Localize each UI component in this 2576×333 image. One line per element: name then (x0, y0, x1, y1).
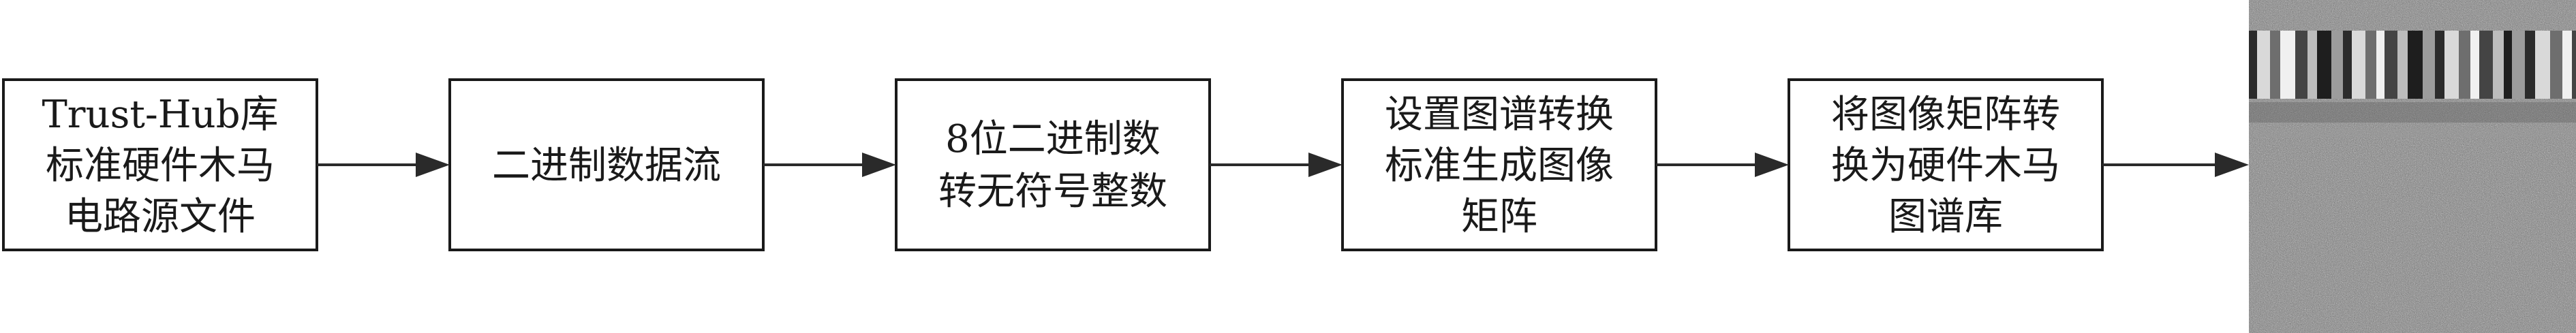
stripe (2493, 31, 2504, 99)
stripe (2470, 31, 2479, 99)
step-box-source: Trust-Hub库 标准硬件木马 电路源文件 (2, 78, 318, 251)
stripe (2270, 31, 2280, 99)
stripe (2249, 31, 2257, 99)
stripe (2376, 31, 2385, 99)
output-spectrum-image (2249, 0, 2576, 333)
step-spectrum-library-line-2: 换为硬件木马 (1831, 144, 2060, 188)
step-box-binary-stream: 二进制数据流 (448, 78, 765, 251)
output-image-stripe-band (2249, 31, 2576, 99)
stripe (2408, 31, 2423, 99)
stripe (2562, 31, 2572, 99)
stripe (2479, 31, 2493, 99)
step-source-line-1: Trust-Hub库 (42, 93, 278, 137)
stripe (2572, 31, 2576, 99)
stripe (2459, 31, 2470, 99)
stripe (2423, 31, 2435, 99)
stripe (2535, 31, 2550, 99)
step-box-spectrum-library: 将图像矩阵转 换为硬件木马 图谱库 (1788, 78, 2104, 251)
step-spectrum-library-line-1: 将图像矩阵转 (1831, 93, 2060, 137)
arrow-4 (1656, 153, 1789, 177)
stripe (2331, 31, 2343, 99)
step-spectrum-library-line-3: 图谱库 (1888, 195, 2003, 239)
step-uint-convert-line-2: 转无符号整数 (938, 170, 1167, 214)
stripe (2352, 31, 2365, 99)
arrow-1 (317, 153, 450, 177)
stripe (2280, 31, 2295, 99)
stripe (2444, 31, 2459, 99)
stripe (2257, 31, 2270, 99)
stripe (2512, 31, 2525, 99)
stripe (2295, 31, 2307, 99)
step-box-uint-convert: 8位二进制数 转无符号整数 (895, 78, 1211, 251)
stripe (2504, 31, 2512, 99)
arrow-3 (1210, 153, 1343, 177)
step-spectrum-matrix-line-1: 设置图谱转换 (1385, 93, 1614, 137)
step-spectrum-matrix-line-3: 矩阵 (1461, 195, 1537, 239)
step-box-spectrum-matrix: 设置图谱转换 标准生成图像 矩阵 (1341, 78, 1657, 251)
stripe (2550, 31, 2562, 99)
stripe (2307, 31, 2317, 99)
stripe (2525, 31, 2535, 99)
arrow-2 (763, 153, 896, 177)
step-source-line-2: 标准硬件木马 (46, 144, 275, 188)
stripe (2435, 31, 2444, 99)
step-uint-convert-line-1: 8位二进制数 (945, 117, 1161, 161)
arrow-5 (2102, 153, 2249, 177)
stripe (2397, 31, 2408, 99)
step-spectrum-matrix-line-2: 标准生成图像 (1385, 144, 1614, 188)
stripe (2343, 31, 2352, 99)
step-source-line-3: 电路源文件 (65, 195, 256, 239)
stripe (2365, 31, 2376, 99)
stripe (2317, 31, 2331, 99)
step-binary-stream-line-1: 二进制数据流 (492, 144, 721, 188)
stripe (2385, 31, 2397, 99)
